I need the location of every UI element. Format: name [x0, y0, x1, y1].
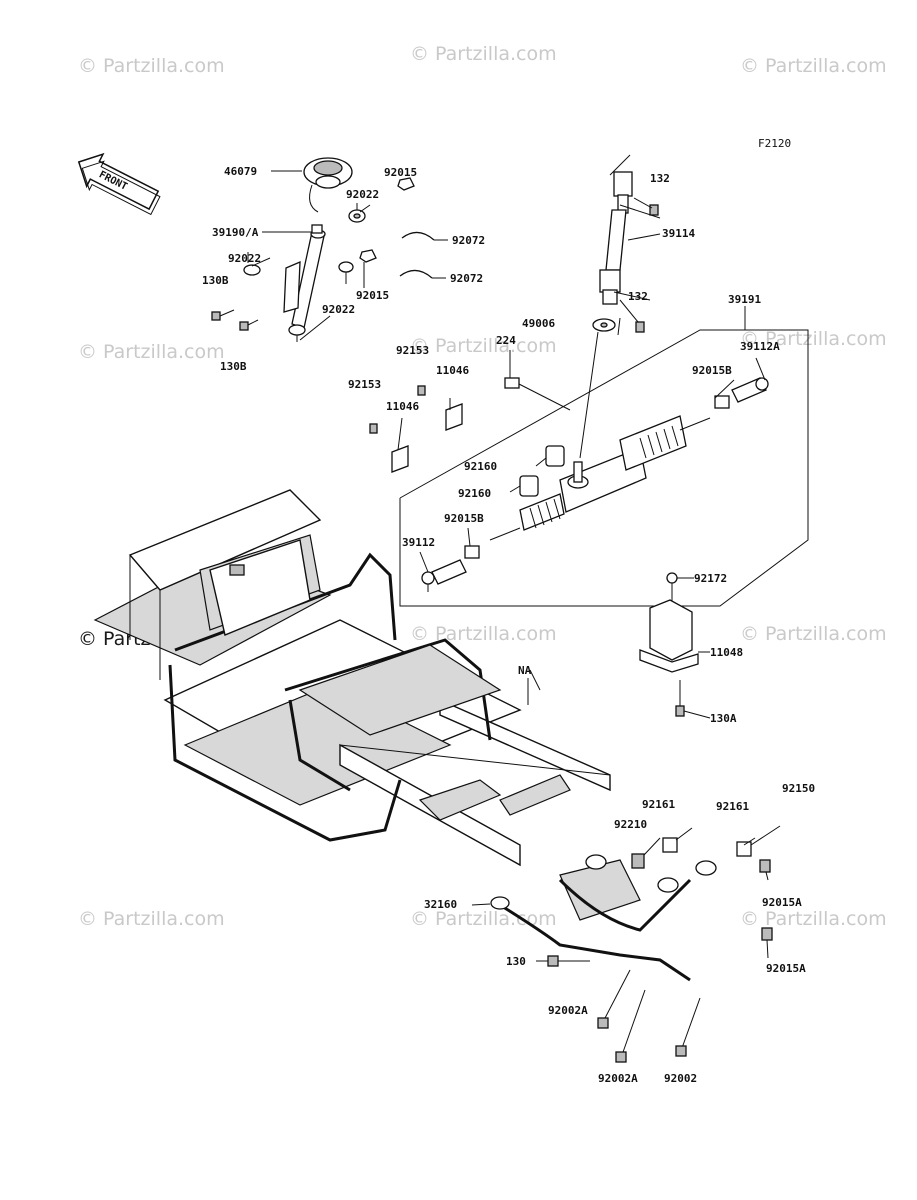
- callout-92002: 92002: [664, 1072, 697, 1085]
- callout-92002a: 92002A: [548, 1004, 588, 1017]
- callout-92153: 92153: [348, 378, 381, 391]
- callout-32160: 32160: [424, 898, 457, 911]
- callout-39114: 39114: [662, 227, 695, 240]
- callout-39112: 39112: [402, 536, 435, 549]
- watermark: © Partzilla.com: [740, 55, 887, 77]
- callout-92022: 92022: [346, 188, 379, 201]
- callout-49006: 49006: [522, 317, 555, 330]
- callout-224: 224: [496, 334, 516, 347]
- steering-shaft: [579, 154, 659, 459]
- callout-92153: 92153: [396, 344, 429, 357]
- callout-92015: 92015: [384, 166, 417, 179]
- callout-92015b: 92015B: [692, 364, 732, 377]
- callout-92160: 92160: [458, 487, 491, 500]
- callout-92015a: 92015A: [766, 962, 806, 975]
- callout-46079: 46079: [224, 165, 257, 178]
- callout-92172: 92172: [694, 572, 727, 585]
- main-frame: [93, 489, 611, 867]
- callout-11048: 11048: [710, 646, 743, 659]
- watermark: © Partzilla.com: [78, 908, 225, 930]
- callout-92002a: 92002A: [598, 1072, 638, 1085]
- watermark: © Partzilla.com: [740, 328, 887, 350]
- suspension-arm: [490, 825, 781, 1063]
- callout-92161: 92161: [642, 798, 675, 811]
- callout-130b: 130B: [220, 360, 247, 373]
- steering-gearbox: [369, 306, 809, 607]
- callout-92160: 92160: [464, 460, 497, 473]
- callout-92015b: 92015B: [444, 512, 484, 525]
- figure-code: F2120: [758, 137, 791, 150]
- watermark: © Partzilla.com: [410, 335, 557, 357]
- callout-39191: 39191: [728, 293, 761, 306]
- watermark: © Partzilla.com: [410, 908, 557, 930]
- callout-na: NA: [518, 664, 532, 677]
- callout-labels: 46079 92015 92022 92072 39190/A 92022 13…: [202, 165, 815, 1085]
- callout-92150: 92150: [782, 782, 815, 795]
- callout-130b: 130B: [202, 274, 229, 287]
- callout-39190a: 39190/A: [212, 226, 259, 239]
- front-arrow-icon: FRONT: [77, 152, 161, 216]
- watermark: © Partzilla.com: [78, 55, 225, 77]
- callout-92072: 92072: [452, 234, 485, 247]
- callout-130a: 130A: [710, 712, 737, 725]
- watermark: © Partzilla.com: [410, 623, 557, 645]
- watermark: © Partzilla.com: [740, 623, 887, 645]
- callout-92015: 92015: [356, 289, 389, 302]
- steering-column: [211, 157, 448, 342]
- callout-92022: 92022: [228, 252, 261, 265]
- callout-92161: 92161: [716, 800, 749, 813]
- callout-92022: 92022: [322, 303, 355, 316]
- callout-132: 132: [650, 172, 670, 185]
- watermark: © Partzilla.com: [78, 341, 225, 363]
- callout-132: 132: [628, 290, 648, 303]
- watermark: © Partzilla.com: [740, 908, 887, 930]
- callout-92210: 92210: [614, 818, 647, 831]
- leader-lines: [251, 204, 769, 962]
- callout-11046: 11046: [386, 400, 419, 413]
- callout-11046: 11046: [436, 364, 469, 377]
- callout-130: 130: [506, 955, 526, 968]
- callout-92072: 92072: [450, 272, 483, 285]
- watermark: © Partzilla.com: [410, 43, 557, 65]
- bracket-11048: [639, 572, 711, 719]
- callout-92015a: 92015A: [762, 896, 802, 909]
- callout-39112a: 39112A: [740, 340, 780, 353]
